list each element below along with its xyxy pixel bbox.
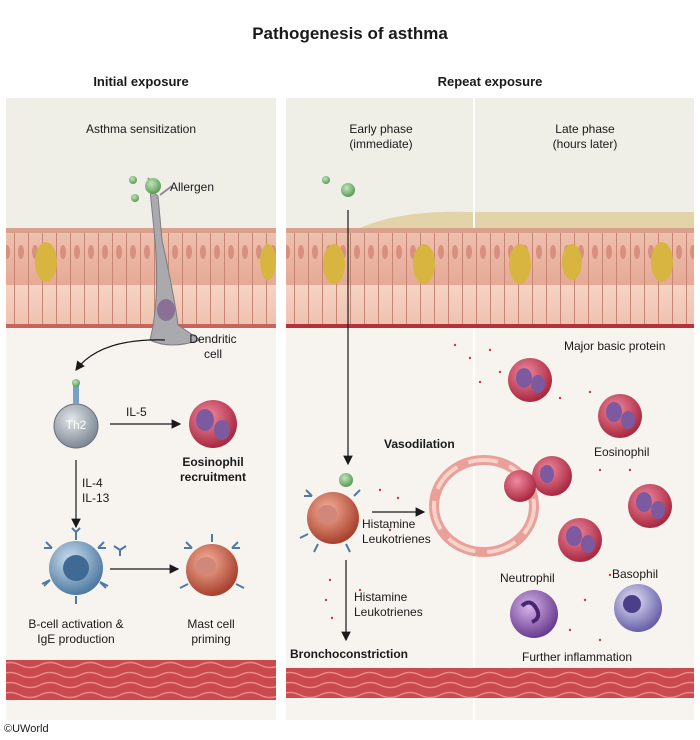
label-neutrophil: Neutrophil	[500, 571, 555, 585]
copyright-notice: ©UWorld	[4, 723, 49, 735]
activated-mast-cell	[299, 473, 361, 553]
goblet-cell	[562, 244, 582, 280]
basophil-cell	[614, 584, 662, 632]
label-il4: IL-4	[82, 476, 103, 490]
epithelium	[6, 228, 694, 328]
label-basophil: Basophil	[612, 567, 659, 581]
goblet-cell	[651, 242, 673, 282]
label-il5: IL-5	[126, 405, 147, 419]
granule-dots	[324, 343, 632, 642]
late-eosinophils	[504, 358, 672, 562]
label-major-basic-protein: Major basic protein	[564, 339, 666, 353]
header-repeat-exposure: Repeat exposure	[437, 74, 543, 89]
label-asthma-sensitization: Asthma sensitization	[85, 122, 197, 136]
mucus-layer	[286, 211, 694, 232]
label-th2: Th2	[65, 418, 87, 432]
mast-cell	[179, 534, 245, 596]
smooth-muscle	[6, 660, 694, 700]
label-allergen: Allergen	[170, 180, 215, 194]
neutrophil-cell	[510, 590, 558, 638]
goblet-cell	[413, 244, 435, 284]
goblet-cell	[260, 244, 276, 280]
label-early-phase: Early phase(immediate)	[349, 122, 413, 151]
th2-cell	[53, 379, 99, 449]
label-vasodilation: Vasodilation	[384, 437, 455, 451]
blood-vessel	[429, 455, 539, 557]
header-initial-exposure: Initial exposure	[93, 74, 189, 89]
label-eosinophil: Eosinophil	[594, 445, 650, 459]
allergen-icon	[129, 176, 355, 202]
label-bronchoconstriction: Bronchoconstriction	[290, 647, 409, 661]
goblet-cell	[509, 244, 531, 284]
label-further-inflammation: Further inflammation	[522, 650, 633, 664]
b-cell	[41, 527, 127, 604]
label-il13: IL-13	[82, 491, 110, 505]
eosinophil-cell	[189, 400, 237, 448]
goblet-cell	[35, 242, 57, 282]
label-late-phase: Late phase(hours later)	[552, 122, 618, 151]
page-title: Pathogenesis of asthma	[252, 24, 448, 43]
arrows	[71, 210, 426, 642]
goblet-cell	[323, 244, 345, 284]
label-bcell-activation: B-cell activation &IgE production	[28, 617, 124, 646]
